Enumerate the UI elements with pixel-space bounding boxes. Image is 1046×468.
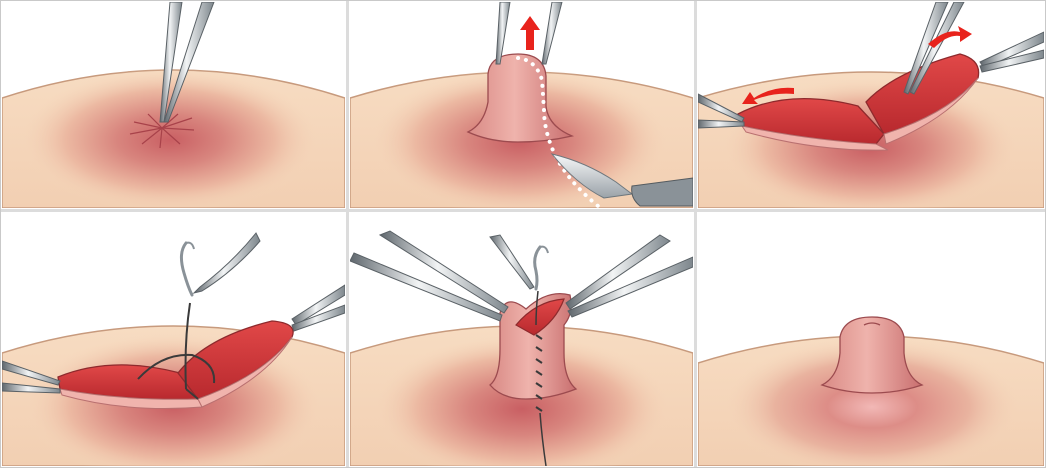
retracted-nipple-folds (129, 113, 195, 149)
pull-up-arrow-icon (520, 16, 540, 50)
right-flap-edge (883, 77, 979, 145)
everted-nipple (466, 53, 575, 143)
suture-stitches (535, 334, 543, 412)
inner-flap (515, 298, 565, 336)
panel-step-6 (698, 213, 1044, 466)
needle-icon (179, 232, 261, 297)
suturing-flaps-icon (2, 232, 345, 466)
suture-thread (137, 302, 216, 400)
areola (372, 335, 672, 466)
areola (20, 68, 320, 208)
opened-flaps-icon (698, 2, 1044, 208)
grid-divider-vertical-1 (346, 1, 349, 467)
right-flap-edge (197, 336, 293, 408)
needle-icon (489, 234, 549, 291)
panel-step-4 (2, 213, 345, 466)
forceps-tool (350, 230, 693, 322)
right-curved-arrow-icon (928, 26, 972, 48)
left-flap-edge (740, 125, 889, 151)
suture-tail (539, 412, 547, 466)
nipple-tip (863, 322, 881, 326)
nipple (820, 316, 924, 394)
areola (722, 337, 1022, 466)
panel-step-3 (698, 2, 1044, 208)
panel-step-2 (350, 2, 693, 208)
incision-dotted-line (516, 56, 600, 208)
corrected-nipple-icon (698, 316, 1044, 466)
closure-suture-icon (350, 230, 693, 466)
grid-divider-vertical-2 (694, 1, 697, 467)
scalpel-icon (550, 153, 693, 207)
forceps-tool (698, 2, 1044, 129)
panel-step-5 (350, 213, 693, 466)
forceps-tool (2, 284, 345, 394)
forceps-retracted-nipple-icon (2, 2, 345, 208)
forceps-tool (159, 2, 215, 123)
panel-step-1 (2, 2, 345, 208)
nipple-pull-incision-icon (350, 2, 693, 208)
grid-divider-horizontal (1, 209, 1045, 212)
suture-thread (535, 290, 539, 326)
left-curved-arrow-icon (742, 87, 794, 104)
forceps-tool (495, 2, 563, 65)
